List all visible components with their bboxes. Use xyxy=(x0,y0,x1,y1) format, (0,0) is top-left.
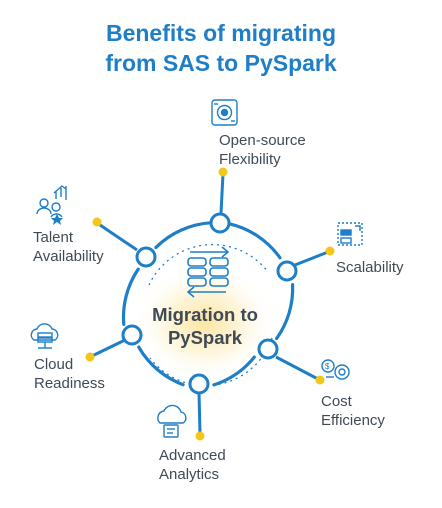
node-cost-efficiency xyxy=(257,338,279,360)
node-open-source xyxy=(209,212,231,234)
dot-scalability xyxy=(325,246,335,256)
inner-dashed-ring xyxy=(148,243,273,387)
connector-cloud-readiness xyxy=(91,338,126,358)
label-advanced-analytics: Advanced Analytics xyxy=(159,446,226,484)
center-label-line-1: Migration to xyxy=(152,304,258,325)
talent-availability-icon xyxy=(36,185,67,225)
label-line: Talent xyxy=(33,229,74,246)
center-glow xyxy=(133,264,277,380)
ring-arc-2 xyxy=(275,283,295,341)
ring-arc-6 xyxy=(154,221,214,250)
ring-arc-3 xyxy=(212,355,256,387)
end-dots xyxy=(85,167,335,441)
connector-scalability xyxy=(294,250,329,267)
ring-arc-4 xyxy=(137,345,185,387)
diagram-title: Benefits of migrating from SAS to PySpar… xyxy=(0,18,442,78)
advanced-analytics-icon xyxy=(157,404,187,438)
label-open-source-flexibility: Open-source Flexibility xyxy=(219,131,306,169)
label-cost-efficiency: Cost Efficiency xyxy=(321,392,385,430)
center-label-line-2: PySpark xyxy=(167,327,243,348)
connector-open-source xyxy=(219,173,225,214)
main-ring xyxy=(121,221,295,387)
center-label: Migration to PySpark xyxy=(130,303,280,349)
connector-lines xyxy=(91,173,329,435)
title-line-2: from SAS to PySpark xyxy=(105,50,337,76)
svg-text:$: $ xyxy=(325,362,330,371)
cost-efficiency-icon: $ xyxy=(321,359,350,380)
label-line: Cost xyxy=(321,393,352,410)
label-cloud-readiness: Cloud Readiness xyxy=(34,355,105,393)
ring-arc-1 xyxy=(227,222,282,260)
dot-open-source xyxy=(218,167,228,177)
node-talent-availability xyxy=(135,246,157,268)
label-line: Scalability xyxy=(336,259,404,276)
node-advanced-analytics xyxy=(188,373,210,395)
open-source-icon xyxy=(211,99,238,126)
label-line: Advanced xyxy=(159,447,226,464)
label-line: Flexibility xyxy=(219,151,281,168)
label-line: Availability xyxy=(33,248,104,265)
ring-arc-5 xyxy=(121,267,140,326)
cloud-readiness-icon xyxy=(30,323,59,349)
label-line: Cloud xyxy=(34,356,74,373)
node-cloud-readiness xyxy=(121,324,143,346)
scalability-icon xyxy=(337,222,363,246)
label-talent-availability: Talent Availability xyxy=(33,228,104,266)
label-line: Open-source xyxy=(219,132,306,149)
connector-talent-availability xyxy=(99,223,138,252)
dot-advanced-analytics xyxy=(195,431,205,441)
dashed-arc-top xyxy=(148,243,269,286)
label-line: Readiness xyxy=(34,375,105,392)
node-scalability xyxy=(276,260,298,282)
dot-talent-availability xyxy=(92,217,102,227)
connector-cost-efficiency xyxy=(275,355,319,381)
dot-cloud-readiness xyxy=(85,352,95,362)
label-scalability: Scalability xyxy=(336,258,404,277)
label-line: Analytics xyxy=(159,466,220,483)
connector-advanced-analytics xyxy=(197,391,202,435)
dot-cost-efficiency xyxy=(315,375,325,385)
title-line-1: Benefits of migrating xyxy=(105,20,336,46)
label-line: Efficiency xyxy=(321,412,385,429)
ring-nodes xyxy=(121,212,298,395)
database-migration-icon xyxy=(186,246,230,298)
